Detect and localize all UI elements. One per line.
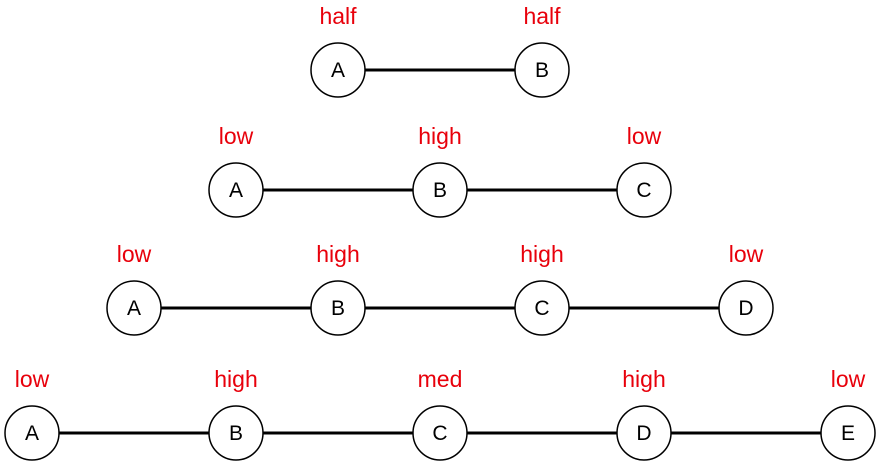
- node-label: E: [841, 422, 855, 445]
- node-label: C: [432, 422, 447, 445]
- node-tag-label: high: [418, 123, 461, 149]
- node-circle: [208, 162, 264, 218]
- node-tag-label: low: [729, 241, 764, 267]
- node-circle: [820, 405, 876, 461]
- node-circle: [412, 162, 468, 218]
- node-label: A: [331, 59, 345, 82]
- node-tag-label: high: [520, 241, 563, 267]
- node-tag-label: high: [214, 366, 257, 392]
- node-label: D: [738, 297, 753, 320]
- node-label: C: [534, 297, 549, 320]
- node-label: A: [229, 179, 243, 202]
- node-tag-label: low: [831, 366, 866, 392]
- node-circle: [718, 280, 774, 336]
- node-circle: [310, 42, 366, 98]
- node-circle: [616, 405, 672, 461]
- node-circle: [310, 280, 366, 336]
- node-circle: [616, 162, 672, 218]
- node-label: A: [127, 297, 141, 320]
- node-label: A: [25, 422, 39, 445]
- node-tag-label: low: [15, 366, 50, 392]
- node-circle: [514, 280, 570, 336]
- node-label: B: [433, 179, 447, 202]
- node-tag-label: high: [622, 366, 665, 392]
- node-label: B: [331, 297, 345, 320]
- node-tag-label: half: [523, 3, 561, 29]
- node-circle: [412, 405, 468, 461]
- node-tag-label: high: [316, 241, 359, 267]
- node-label: B: [535, 59, 549, 82]
- node-label: D: [636, 422, 651, 445]
- node-circle: [4, 405, 60, 461]
- node-tag-label: low: [627, 123, 662, 149]
- node-tag-label: med: [418, 366, 463, 392]
- node-label: C: [636, 179, 651, 202]
- node-circle: [106, 280, 162, 336]
- node-label: B: [229, 422, 243, 445]
- node-circle: [514, 42, 570, 98]
- node-tag-label: half: [319, 3, 357, 29]
- node-tag-label: low: [117, 241, 152, 267]
- node-circle: [208, 405, 264, 461]
- node-tag-label: low: [219, 123, 254, 149]
